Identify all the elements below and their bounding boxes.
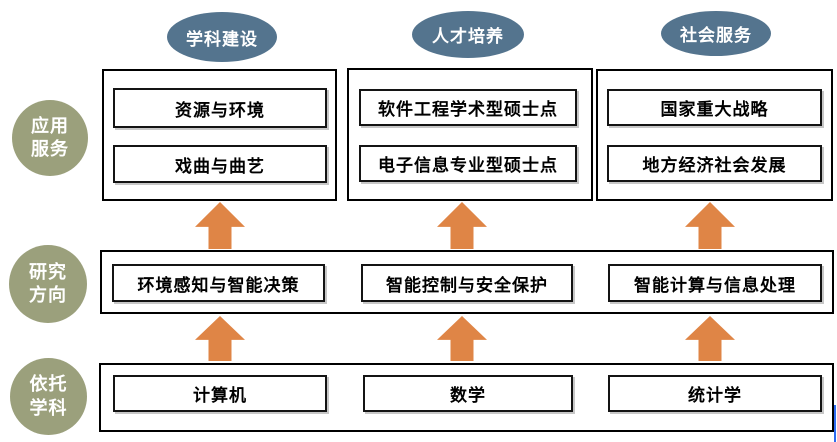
row-label-circle-supporting-discipline: 依托 学科 bbox=[10, 358, 87, 435]
up-arrow-icon bbox=[437, 202, 487, 249]
header-oval-talent-cultivation: 人才培养 bbox=[412, 11, 524, 58]
item-box-intelligent-control-security: 智能控制与安全保护 bbox=[361, 264, 573, 302]
item-label: 软件工程学术型硕士点 bbox=[378, 100, 558, 119]
item-box-intelligent-computing-info: 智能计算与信息处理 bbox=[608, 264, 822, 302]
up-arrow-icon bbox=[685, 316, 735, 361]
row-label-circle-application-service: 应用 服务 bbox=[12, 100, 88, 176]
item-box-environment-perception: 环境感知与智能决策 bbox=[112, 264, 325, 302]
up-arrow-icon bbox=[685, 202, 735, 249]
item-label: 数学 bbox=[450, 386, 486, 405]
row-label-circle-research-direction: 研究 方向 bbox=[9, 245, 87, 323]
row-label-line: 研究 bbox=[29, 261, 67, 282]
item-label: 地方经济社会发展 bbox=[642, 156, 787, 175]
item-label: 电子信息专业型硕士点 bbox=[378, 156, 558, 175]
item-label: 计算机 bbox=[193, 386, 247, 405]
item-label: 国家重大战略 bbox=[660, 100, 769, 119]
header-oval-discipline-construction: 学科建设 bbox=[167, 12, 277, 62]
up-arrow-icon bbox=[195, 202, 245, 249]
header-oval-label: 学科建设 bbox=[186, 29, 258, 49]
row-label-line: 应用 bbox=[31, 115, 69, 136]
item-label: 戏曲与曲艺 bbox=[175, 156, 265, 176]
header-oval-label: 社会服务 bbox=[680, 26, 752, 45]
item-label: 环境感知与智能决策 bbox=[137, 275, 300, 295]
item-label: 智能计算与信息处理 bbox=[634, 275, 796, 295]
item-box-mathematics: 数学 bbox=[363, 375, 573, 412]
item-box-computer: 计算机 bbox=[113, 375, 327, 412]
up-arrow-icon bbox=[437, 316, 487, 361]
item-box-opera-quyi: 戏曲与曲艺 bbox=[113, 145, 327, 183]
item-box-resources-environment: 资源与环境 bbox=[113, 88, 327, 128]
blue-edge-artifact bbox=[834, 405, 836, 442]
item-box-electronic-info-professional-master: 电子信息专业型硕士点 bbox=[359, 145, 577, 182]
row-label-line: 学科 bbox=[29, 397, 68, 418]
row-label-line: 服务 bbox=[31, 139, 69, 159]
item-box-national-strategy: 国家重大战略 bbox=[607, 89, 822, 126]
header-oval-label: 人才培养 bbox=[432, 27, 504, 46]
item-box-local-economy-society: 地方经济社会发展 bbox=[607, 145, 822, 182]
row-label-line: 依托 bbox=[29, 374, 68, 395]
item-box-statistics: 统计学 bbox=[608, 375, 822, 412]
up-arrow-icon bbox=[195, 316, 245, 361]
row-label-line: 方向 bbox=[29, 285, 67, 305]
item-label: 智能控制与安全保护 bbox=[386, 275, 548, 295]
item-label: 资源与环境 bbox=[175, 100, 265, 120]
item-label: 统计学 bbox=[688, 386, 742, 405]
item-box-software-academic-master: 软件工程学术型硕士点 bbox=[359, 89, 577, 126]
header-oval-social-service: 社会服务 bbox=[661, 11, 771, 56]
